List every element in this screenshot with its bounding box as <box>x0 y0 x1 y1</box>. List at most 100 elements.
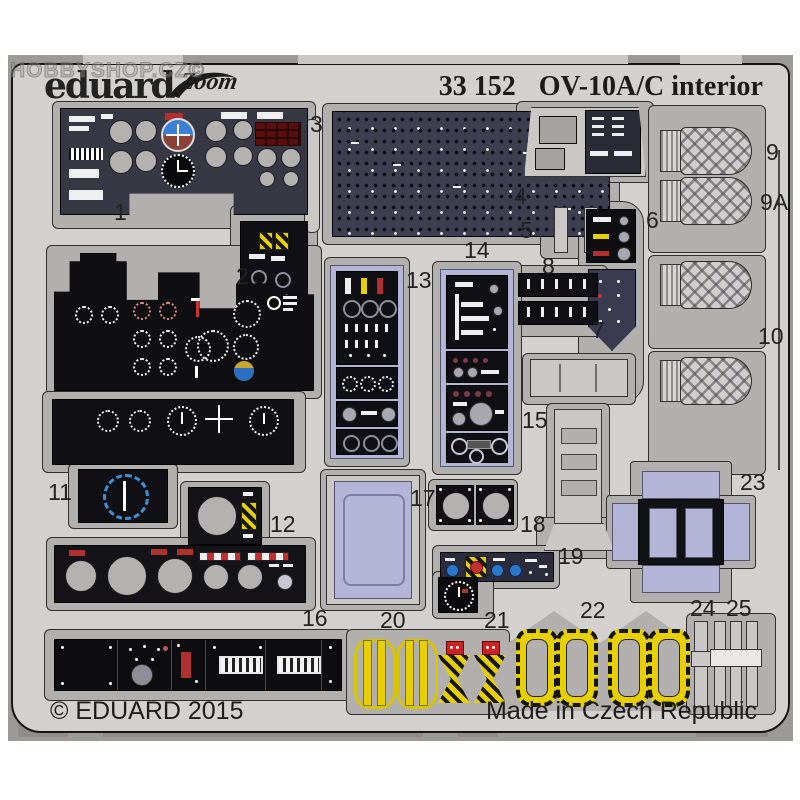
panel-marking <box>493 558 505 561</box>
panel-marking <box>271 256 285 261</box>
part-13-panel-bottom <box>336 429 398 455</box>
instrument-hole <box>205 120 227 142</box>
toggle-switch <box>569 279 572 289</box>
red-placard <box>151 549 167 555</box>
gauge-dial <box>133 330 151 348</box>
instrument-hole <box>109 150 133 174</box>
knob <box>452 412 466 426</box>
detail-dot <box>617 320 620 323</box>
part-5-strip <box>554 207 568 253</box>
panel-marking <box>525 559 537 562</box>
part-label: 6 <box>646 207 659 233</box>
gauge-dial <box>75 306 93 324</box>
part-label: 5 <box>520 217 533 243</box>
knob <box>342 407 357 422</box>
strap-band <box>419 640 428 706</box>
gauge-dial <box>360 376 376 392</box>
detail-dot <box>617 294 620 297</box>
yellow-marking <box>593 234 609 239</box>
part-23-pad-left <box>612 503 640 561</box>
detail-dot <box>177 644 180 647</box>
dial-ring <box>343 300 361 318</box>
gauge-dial <box>378 376 394 392</box>
toggle-switch <box>375 324 378 332</box>
part-13-panel-knobs <box>336 401 398 427</box>
product-title: 33 152 OV-10A/C interior <box>439 71 763 103</box>
gauge-symbol <box>191 298 203 301</box>
part-label: 14 <box>464 237 490 263</box>
pedal-stripes <box>660 180 682 222</box>
red-marking <box>593 251 609 256</box>
detail-dot <box>545 573 548 576</box>
instrument-hole <box>109 120 133 144</box>
zoom-series-logo: Zoom <box>166 65 244 107</box>
gauge-dial <box>249 406 279 436</box>
part-label: 7 <box>592 317 605 343</box>
toggle-switch <box>555 279 558 289</box>
part-label: 1 <box>114 199 127 225</box>
part-19-clock-panel <box>438 577 478 613</box>
part-17-mount-plate <box>436 485 474 525</box>
panel-divider <box>117 640 118 690</box>
striped-bar <box>199 552 241 561</box>
detail-dot <box>195 680 198 683</box>
detail-dot <box>608 308 611 311</box>
gauge-dial <box>101 306 119 324</box>
striped-bar <box>247 552 289 561</box>
corner-dot <box>468 519 471 522</box>
pedal-lattice <box>680 177 752 225</box>
red-knob <box>470 561 483 574</box>
detail-dot <box>599 280 602 283</box>
part-10-rudder-pedal <box>660 261 752 309</box>
loop-hole <box>526 639 548 697</box>
detail-dot <box>109 682 112 685</box>
frame-window <box>685 508 713 558</box>
toggle-switch <box>527 279 530 289</box>
panel-placard <box>257 112 283 119</box>
part-label: 11 <box>48 479 72 505</box>
detail-dot <box>329 680 332 683</box>
part-14-panel-bottom <box>446 433 508 464</box>
product-name: OV-10A/C interior <box>538 71 763 102</box>
lever-yellow <box>361 278 367 294</box>
part-label: 24 <box>690 595 716 621</box>
panel-step <box>461 330 483 335</box>
part-label: 2 <box>236 263 249 289</box>
part-20-harness-strap <box>396 639 438 709</box>
detail-dot <box>109 646 112 649</box>
instrument-hole <box>257 148 277 168</box>
gauge-dial <box>233 334 259 360</box>
instrument-hole <box>107 556 147 596</box>
console-window <box>535 148 565 170</box>
detail-dot <box>329 646 332 649</box>
red-lever <box>181 652 191 678</box>
knob <box>618 231 630 243</box>
gauge-dial <box>197 330 229 362</box>
pedal-lattice <box>680 127 752 175</box>
loop-hole <box>566 639 588 697</box>
knob <box>619 216 629 226</box>
part-label: 13 <box>406 267 432 293</box>
clock-dial <box>444 581 474 611</box>
maroon-dot <box>486 391 492 397</box>
catalog-number: 33 152 <box>438 71 516 102</box>
knob <box>617 247 631 261</box>
dial-ring <box>491 438 508 455</box>
toggle-switch <box>583 307 586 317</box>
toggle-switch <box>355 340 358 348</box>
red-dot <box>598 294 602 298</box>
part-8-switch-strip <box>518 273 598 297</box>
corner-dot <box>479 488 482 491</box>
made-in-text: Made in Czech Republic <box>486 697 757 725</box>
frame-line <box>559 364 561 392</box>
red-dot <box>163 646 168 651</box>
part-23-pad-right <box>722 503 750 561</box>
part-label: 8 <box>542 253 555 279</box>
part-label: 16 <box>302 605 328 631</box>
panel-step <box>461 316 489 321</box>
detail-dot <box>367 354 370 357</box>
instrument-hole <box>135 150 157 172</box>
lever-white <box>345 278 351 294</box>
knob <box>489 284 499 294</box>
panel-marking <box>69 116 95 122</box>
